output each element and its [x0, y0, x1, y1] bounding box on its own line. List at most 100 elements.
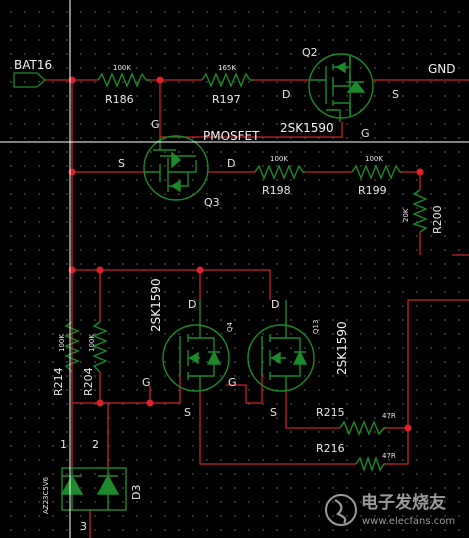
r215-value: 47R: [382, 412, 396, 420]
q3-diode-icon: [171, 151, 182, 169]
r197-ref: R197: [212, 93, 241, 106]
d3-pin3: 3: [80, 520, 87, 533]
q2-ref: Q2: [302, 46, 318, 59]
q13-source-label: S: [270, 406, 277, 419]
diode-d3-left-icon: [60, 474, 84, 495]
q13-channel: [261, 300, 301, 390]
d3-part: AZ23C5V6: [42, 476, 50, 514]
d3-pin2: 2: [92, 438, 99, 451]
diode-d3-body: [61, 467, 127, 511]
transistor-q13[interactable]: [247, 300, 315, 392]
q4-diode-icon: [206, 350, 222, 365]
r198-value: 100K: [270, 155, 288, 163]
junction-dot: [156, 76, 164, 84]
wire-row-270: [72, 269, 271, 300]
q13-ref: Q13: [312, 320, 320, 334]
r199-value: 100K: [365, 155, 383, 163]
resistor-r204-symbol[interactable]: [92, 321, 108, 373]
resistor-r197-symbol[interactable]: [201, 72, 254, 88]
resistor-r200-symbol[interactable]: [412, 189, 428, 233]
watermark-logo-mark: [334, 499, 347, 524]
diode-d3[interactable]: [60, 467, 127, 511]
r215-ref: R215: [316, 406, 345, 419]
q4-part: 2SK1590: [149, 278, 163, 332]
junction-dot: [146, 399, 154, 407]
q3-drain-label: D: [227, 157, 235, 170]
net-gnd-label: GND: [428, 62, 456, 76]
wire-q13-source: [285, 390, 340, 429]
resistor-r215-symbol[interactable]: [339, 420, 386, 436]
port-bat16-label: BAT16: [14, 58, 52, 72]
r197-value: 165K: [218, 64, 236, 72]
watermark-logo-icon: [325, 494, 357, 526]
resistor-r198-symbol[interactable]: [254, 164, 305, 180]
q4-body: [162, 324, 230, 392]
transistor-q2[interactable]: [308, 53, 374, 122]
resistor-r186-symbol[interactable]: [97, 72, 150, 88]
watermark: 电子发烧友 www.elecfans.com: [325, 492, 455, 527]
q4-source-label: S: [184, 406, 191, 419]
resistor-r214-symbol[interactable]: [64, 321, 80, 373]
q3-channel: [145, 137, 197, 192]
q3-body: [143, 135, 209, 201]
q2-drain-label: D: [282, 88, 290, 101]
q3-ref: Q3: [204, 196, 220, 209]
r216-ref: R216: [316, 442, 345, 455]
junction-dot: [96, 399, 104, 407]
r200-ref: R200: [431, 205, 444, 234]
watermark-title: 电子发烧友: [361, 492, 446, 513]
wire-r215-r216-right: [386, 299, 469, 465]
junction-dot: [416, 168, 424, 176]
q13-arrow-icon: [270, 351, 281, 365]
wire-r204-bottom: [99, 372, 109, 468]
r204-ref: R204: [82, 367, 95, 396]
port-bat16[interactable]: BAT16: [13, 58, 52, 88]
wire-q2-gate: [160, 122, 343, 138]
q2-gate-label: G: [361, 127, 370, 140]
d3-pin1: 1: [60, 438, 67, 451]
q3-arrow-icon: [170, 179, 181, 193]
transistor-q3[interactable]: [143, 135, 209, 201]
r186-ref: R186: [105, 93, 134, 106]
q4-drain-label: D: [188, 298, 196, 311]
q2-diode-icon: [346, 80, 366, 93]
r186-value: 100K: [113, 64, 131, 72]
q13-diode-icon: [292, 350, 308, 365]
wire-q13-gate-link: [226, 372, 263, 404]
q4-gate-label: G: [228, 376, 237, 389]
resistor-r199-symbol[interactable]: [351, 164, 402, 180]
r214-ref: R214: [52, 367, 65, 396]
q13-body: [247, 324, 315, 392]
q3-gate-label: G: [151, 118, 160, 131]
q4-gate-label-left: G: [142, 376, 151, 389]
wires: [45, 79, 469, 538]
wire-row-403: [72, 372, 181, 404]
diode-d3-right-icon: [96, 474, 120, 495]
q3-type: PMOSFET: [203, 129, 260, 143]
junction-dot: [96, 266, 104, 274]
q3-source-label: S: [118, 157, 125, 170]
junction-dot: [404, 424, 412, 432]
q4-ref: Q4: [226, 321, 234, 332]
q4-channel: [179, 300, 215, 390]
wire-q4-source: [199, 390, 356, 465]
q2-body: [308, 53, 374, 119]
q13-part: 2SK1590: [335, 321, 349, 375]
q2-source-label: S: [392, 88, 399, 101]
resistor-r216-symbol[interactable]: [355, 455, 386, 473]
r214-value: 100K: [58, 334, 66, 352]
port-arrow-icon: [13, 72, 46, 88]
r204-value: 100K: [88, 334, 96, 352]
r198-ref: R198: [262, 184, 291, 197]
junction-dot: [196, 266, 204, 274]
d3-ref: D3: [130, 485, 143, 500]
transistor-q4[interactable]: [162, 300, 230, 392]
watermark-url: www.elecfans.com: [362, 516, 455, 527]
q2-arrow-icon: [335, 61, 346, 74]
q4-arrow-icon: [188, 351, 199, 365]
q13-drain-label: D: [271, 298, 279, 311]
r216-value: 47R: [382, 452, 396, 460]
